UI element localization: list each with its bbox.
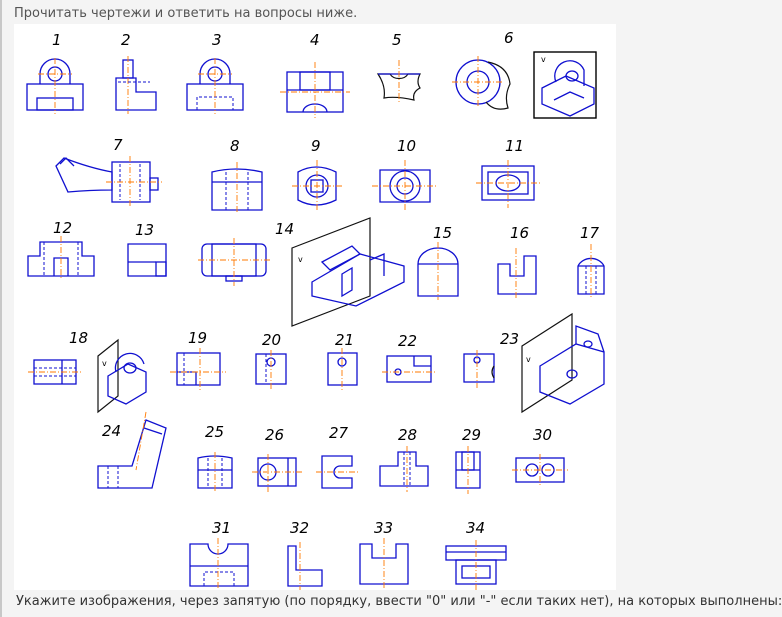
drawing-21 [327, 348, 358, 390]
label-18: 18 [69, 329, 88, 347]
label-11: 11 [505, 137, 524, 155]
label-24: 24 [102, 422, 121, 440]
drawing-13 [127, 243, 167, 277]
label-25: 25 [205, 423, 224, 441]
label-7: 7 [113, 136, 123, 154]
drawing-12 [27, 236, 95, 280]
question-text: Укажите изображения, через запятую (по п… [16, 594, 782, 609]
drawing-sheet: 1 2 3 4 5 6 7 8 9 10 11 12 13 14 15 16 1… [14, 24, 616, 590]
page-border [0, 0, 2, 617]
drawing-3 [186, 58, 244, 114]
drawing-6 [452, 56, 511, 110]
label-10: 10 [397, 137, 416, 155]
drawing-9 [292, 160, 342, 212]
drawing-23 [463, 350, 495, 388]
drawing-30 [512, 454, 568, 486]
drawing-4 [280, 62, 350, 118]
drawing-10 [372, 160, 438, 212]
drawing-33 [359, 538, 409, 590]
label-27: 27 [329, 424, 349, 442]
label-21: 21 [335, 331, 354, 349]
label-28: 28 [398, 426, 417, 444]
drawing-34 [445, 540, 507, 590]
label-29: 29 [462, 426, 481, 444]
label-16: 16 [510, 224, 529, 242]
figure-labels: 1 2 3 4 5 6 7 8 9 10 11 12 13 14 15 16 1… [52, 29, 600, 537]
drawing-5 [376, 60, 421, 104]
drawing-19 [170, 348, 226, 390]
label-26: 26 [265, 426, 284, 444]
label-30: 30 [533, 426, 552, 444]
label-3: 3 [212, 31, 222, 49]
label-34: 34 [466, 519, 485, 537]
label-33: 33 [374, 519, 393, 537]
drawing-11 [476, 160, 540, 208]
drawing-18 [28, 359, 82, 385]
drawing-22 [382, 355, 436, 383]
label-4: 4 [310, 31, 320, 49]
drawing-18-pictorial: v [97, 338, 147, 414]
pictorial-marker-18: v [102, 359, 107, 368]
drawing-25 [197, 452, 233, 492]
pictorial-marker-6: v [541, 55, 546, 64]
drawing-23-pictorial: v [521, 312, 605, 414]
drawing-29 [455, 446, 481, 494]
drawing-14-pictorial: v [291, 217, 405, 327]
drawing-17 [577, 244, 605, 298]
label-19: 19 [188, 329, 207, 347]
drawing-26 [252, 454, 302, 492]
drawing-8 [211, 162, 263, 214]
label-22: 22 [398, 332, 417, 350]
label-14: 14 [275, 220, 294, 238]
technical-drawings: 1 2 3 4 5 6 7 8 9 10 11 12 13 14 15 16 1… [26, 29, 605, 590]
drawing-31 [189, 538, 249, 590]
label-8: 8 [230, 137, 240, 155]
drawing-16 [497, 248, 537, 298]
drawing-2 [115, 56, 157, 114]
label-6: 6 [504, 29, 514, 47]
pictorial-marker-23: v [526, 355, 531, 364]
label-5: 5 [392, 31, 402, 49]
label-15: 15 [433, 224, 452, 242]
label-31: 31 [212, 519, 231, 537]
label-17: 17 [580, 224, 600, 242]
pictorial-marker-14: v [298, 255, 303, 264]
drawing-20 [255, 350, 287, 390]
label-2: 2 [121, 31, 131, 49]
drawing-7 [55, 156, 162, 208]
label-1: 1 [52, 31, 62, 49]
drawing-32 [287, 542, 323, 590]
drawing-24 [97, 411, 167, 489]
drawing-27 [316, 455, 358, 489]
label-23: 23 [500, 330, 519, 348]
label-12: 12 [53, 219, 72, 237]
drawing-14-front [198, 238, 270, 286]
drawing-6-pictorial: v [533, 51, 597, 119]
drawing-15 [417, 242, 459, 300]
label-32: 32 [290, 519, 309, 537]
instruction-text: Прочитать чертежи и ответить на вопросы … [14, 6, 358, 21]
label-13: 13 [135, 221, 154, 239]
drawing-28 [379, 446, 429, 492]
label-20: 20 [262, 331, 281, 349]
drawing-1 [26, 58, 84, 114]
label-9: 9 [311, 137, 321, 155]
